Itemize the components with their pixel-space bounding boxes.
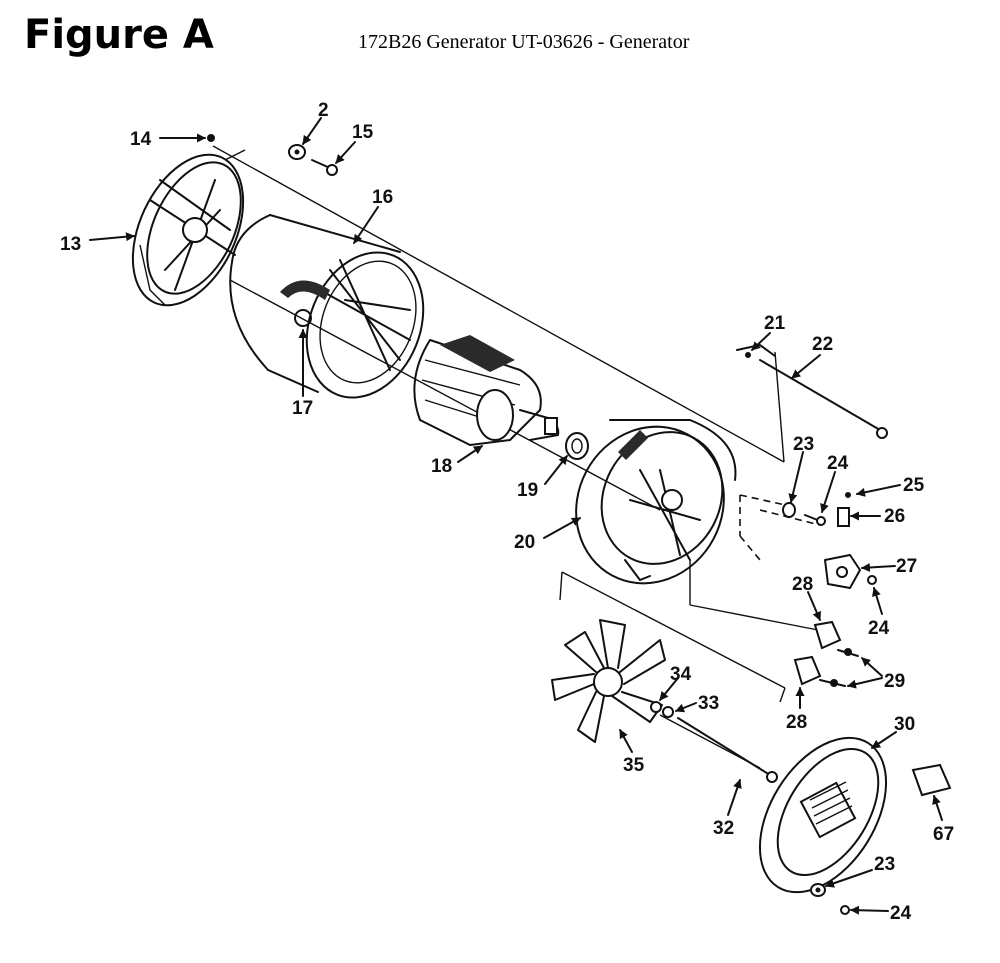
rectifier-28-lower — [793, 655, 822, 686]
callout-23-upper: 23 — [793, 434, 814, 455]
rotor-18 — [413, 335, 560, 446]
washer-2 — [288, 144, 306, 160]
stator-housing-16 — [229, 214, 425, 399]
nut-34 — [650, 701, 662, 713]
callout-14: 14 — [130, 129, 152, 150]
screw-24-lower — [840, 905, 850, 915]
washer-23-lower — [810, 883, 826, 897]
callout-18: 18 — [431, 456, 452, 477]
callout-26: 26 — [884, 506, 905, 527]
callout-30: 30 — [894, 714, 915, 735]
screws-29 — [819, 648, 859, 687]
callout-25: 25 — [903, 475, 925, 496]
screw-25 — [845, 492, 851, 498]
callout-34: 34 — [670, 664, 692, 685]
through-bolt-22 — [759, 359, 888, 439]
washer-23-upper — [782, 502, 796, 518]
bolt-15 — [311, 159, 338, 176]
callout-33: 33 — [698, 693, 719, 714]
end-cover-30 — [758, 736, 888, 894]
decal-67 — [911, 763, 952, 797]
callout-2: 2 — [318, 100, 329, 121]
stud-32 — [677, 717, 778, 783]
screw-24-upper — [804, 514, 826, 526]
brush-holder-27 — [824, 554, 861, 589]
bearing-19 — [565, 432, 589, 460]
callout-19: 19 — [517, 480, 538, 501]
callout-13: 13 — [60, 234, 81, 255]
callout-15: 15 — [352, 122, 374, 143]
assembly-axis-lines — [212, 145, 821, 769]
callout-leaders — [89, 117, 943, 915]
callout-27: 27 — [896, 556, 917, 577]
callout-67: 67 — [933, 824, 954, 845]
callout-21: 21 — [764, 313, 786, 334]
callout-labels: 2 13 14 15 16 17 18 19 20 21 22 23 24 25… — [60, 100, 954, 924]
wire-loop-17 — [294, 309, 312, 327]
washer-33 — [662, 706, 674, 718]
callout-35: 35 — [623, 755, 645, 776]
callout-29: 29 — [884, 671, 905, 692]
callout-28-upper: 28 — [792, 574, 813, 595]
screw-24-mid — [867, 575, 877, 585]
callout-23-lower: 23 — [874, 854, 895, 875]
callout-24-mid: 24 — [868, 618, 890, 639]
callout-32: 32 — [713, 818, 734, 839]
figure-title: Figure A — [24, 12, 214, 58]
end-bell-13 — [131, 149, 246, 307]
screw-14 — [207, 134, 215, 142]
callout-22: 22 — [812, 334, 833, 355]
callout-28-lower: 28 — [786, 712, 807, 733]
brush-26 — [837, 507, 850, 527]
end-frame-20 — [575, 419, 737, 585]
callout-20: 20 — [514, 532, 535, 553]
callout-16: 16 — [372, 187, 393, 208]
figure-subtitle: 172B26 Generator UT-03626 - Generator — [358, 31, 690, 53]
callout-24-lower: 24 — [890, 903, 912, 924]
rectifier-28-upper — [813, 620, 842, 650]
fan-35 — [551, 619, 666, 743]
callout-24-upper: 24 — [827, 453, 849, 474]
callout-17: 17 — [292, 398, 313, 419]
